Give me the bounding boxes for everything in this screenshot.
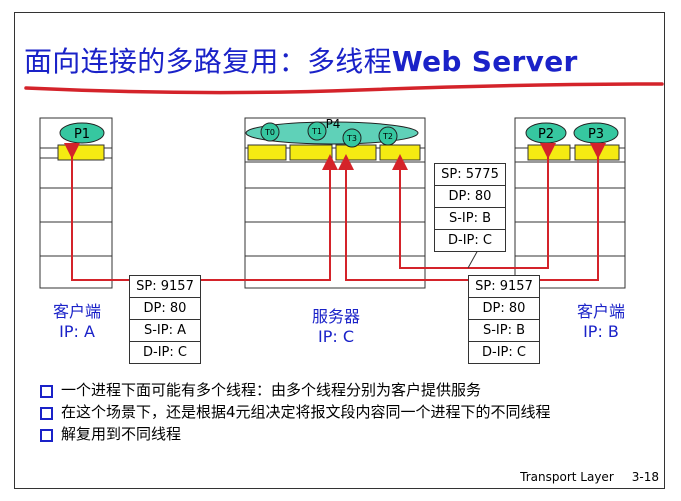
label-server: 服务器 IP: C (296, 303, 376, 346)
pointer-mid-segment (467, 249, 479, 269)
label-client-a-name: 客户端 (52, 302, 101, 321)
segment-server-b-mid: SP: 5775 DP: 80 S-IP: B D-IP: C (434, 163, 506, 252)
footer-page: 3-18 (631, 470, 659, 484)
bullet-list: 一个进程下面可能有多个线程：由多个线程分别为客户提供服务 在这个场景下，还是根据… (40, 380, 640, 446)
segment-client-a-sip: S-IP: A (130, 320, 200, 342)
socket-server-3 (379, 144, 421, 161)
client-a-host: P1 (39, 117, 113, 289)
segment-mid-sp: SP: 5775 (435, 164, 505, 186)
server-host: T0 T1 T3 T2 P4 (244, 117, 426, 289)
slide-footer: Transport Layer 3-18 (502, 470, 659, 484)
bullet-text-1: 一个进程下面可能有多个线程：由多个线程分别为客户提供服务 (61, 381, 482, 399)
segment-client-b-sip: S-IP: B (469, 320, 539, 342)
segment-client-a: SP: 9157 DP: 80 S-IP: A D-IP: C (129, 275, 201, 364)
socket-server-2 (335, 144, 377, 161)
slide-frame (14, 12, 665, 489)
socket-client-a (57, 144, 105, 161)
segment-mid-sip: S-IP: B (435, 208, 505, 230)
p2-label: P2 (538, 127, 554, 142)
thread-t0 (260, 122, 280, 142)
bullet-item-2: 在这个场景下，还是根据4元组决定将报文段内容同一个进程下的不同线程 (40, 402, 640, 422)
label-client-a-ip: IP: A (59, 322, 95, 341)
bullet-text-2: 在这个场景下，还是根据4元组决定将报文段内容同一个进程下的不同线程 (61, 403, 551, 421)
segment-mid-dp: DP: 80 (435, 186, 505, 208)
page-title: 面向连接的多路复用：多线程Web Server (24, 40, 578, 80)
segment-client-a-dip: D-IP: C (143, 345, 187, 360)
bullet-item-1: 一个进程下面可能有多个线程：由多个线程分别为客户提供服务 (40, 380, 640, 400)
bullet-box-icon (40, 407, 53, 420)
footer-course: Transport Layer (520, 470, 614, 484)
bullet-box-icon (40, 429, 53, 442)
segment-client-b-sp: SP: 9157 (469, 276, 539, 298)
t3-label: T3 (346, 134, 357, 143)
label-client-b-ip: IP: B (583, 322, 619, 341)
t2-label: T2 (382, 132, 393, 141)
segment-client-b: SP: 9157 DP: 80 S-IP: B D-IP: C (468, 275, 540, 364)
thread-t1 (307, 121, 327, 141)
bullet-box-icon (40, 385, 53, 398)
t0-label: T0 (264, 128, 275, 137)
t1-label: T1 (311, 127, 322, 136)
title-en: Web Server (391, 45, 578, 78)
p3-label: P3 (588, 127, 604, 142)
label-client-a: 客户端 IP: A (42, 298, 112, 341)
title-cn: 面向连接的多路复用：多线程 (24, 45, 392, 78)
p4-label: P4 (326, 117, 341, 131)
label-client-b-name: 客户端 (576, 302, 625, 321)
bullet-item-3: 解复用到不同线程 (40, 424, 640, 444)
connection-a-to-server (64, 143, 338, 281)
label-server-ip: IP: C (317, 327, 354, 346)
segment-client-a-dp: DP: 80 (130, 298, 200, 320)
label-client-b: 客户端 IP: B (566, 298, 636, 341)
socket-server-1 (289, 144, 333, 161)
segment-client-b-dp: DP: 80 (469, 298, 539, 320)
connection-b-p2-to-server (392, 143, 556, 269)
segment-client-a-sp: SP: 9157 (130, 276, 200, 298)
socket-server-0 (247, 144, 287, 161)
title-underline (24, 82, 664, 95)
p1-label: P1 (74, 127, 90, 142)
client-b-host: P2 P3 (514, 117, 626, 289)
bullet-text-3: 解复用到不同线程 (61, 425, 182, 443)
segment-client-b-dip: D-IP: C (482, 345, 526, 360)
segment-mid-dip: D-IP: C (448, 233, 492, 248)
label-server-name: 服务器 (311, 307, 360, 326)
